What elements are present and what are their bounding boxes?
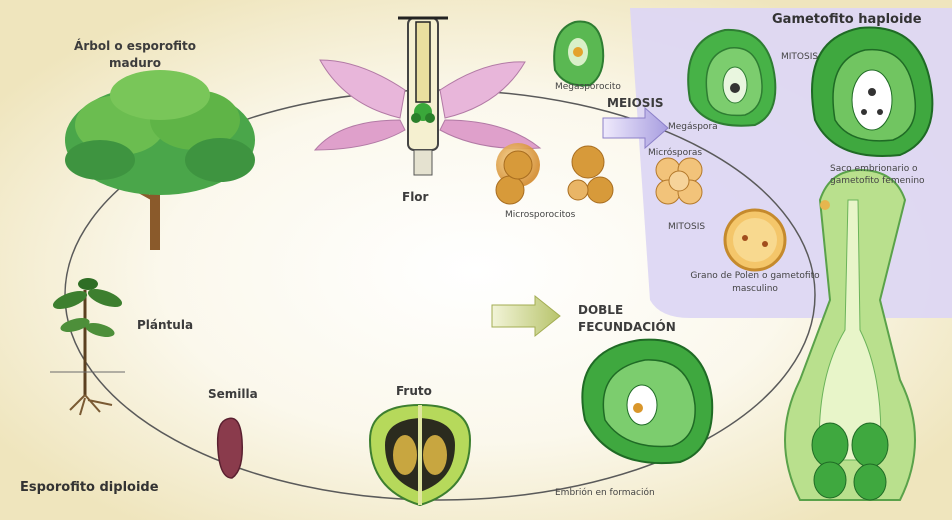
- double-fertilization-label: DOBLE FECUNDACIÓN: [578, 302, 688, 336]
- seed-label: Semilla: [208, 387, 258, 401]
- megaspore-label: Megáspora: [668, 122, 718, 132]
- fruit-label: Fruto: [396, 384, 432, 398]
- meiosis-label: MEIOSIS: [607, 96, 664, 110]
- pollen-grain-label: Grano de Polen o gametofito masculino: [690, 270, 820, 296]
- microspores-illustration: [656, 158, 702, 204]
- embryo-sac-illustration: [812, 28, 932, 156]
- mitosis-mid-label: MITOSIS: [668, 222, 705, 232]
- seedling-label: Plántula: [137, 318, 193, 332]
- microsporocytes-label: Microsporocitos: [505, 210, 575, 220]
- microspores-label: Micrósporas: [648, 148, 702, 158]
- mitosis-top-label: MITOSIS: [781, 52, 818, 62]
- megasporocyte-illustration: [554, 22, 603, 86]
- seed-illustration: [218, 418, 243, 478]
- diploid-title: Esporofito diploide: [20, 480, 159, 495]
- megasporocyte-label: Megasporocito: [555, 82, 621, 92]
- embryo-sac-label: Saco embrionario o gametofito femenino: [830, 163, 950, 187]
- pollen-grain-illustration: [725, 210, 785, 270]
- flower-label: Flor: [402, 190, 428, 204]
- embryo-forming-label: Embrión en formación: [555, 488, 655, 498]
- megaspore-illustration: [688, 30, 775, 126]
- mature-tree-label: Árbol o esporofito maduro: [60, 38, 210, 72]
- haploid-title: Gametofito haploide: [772, 12, 922, 27]
